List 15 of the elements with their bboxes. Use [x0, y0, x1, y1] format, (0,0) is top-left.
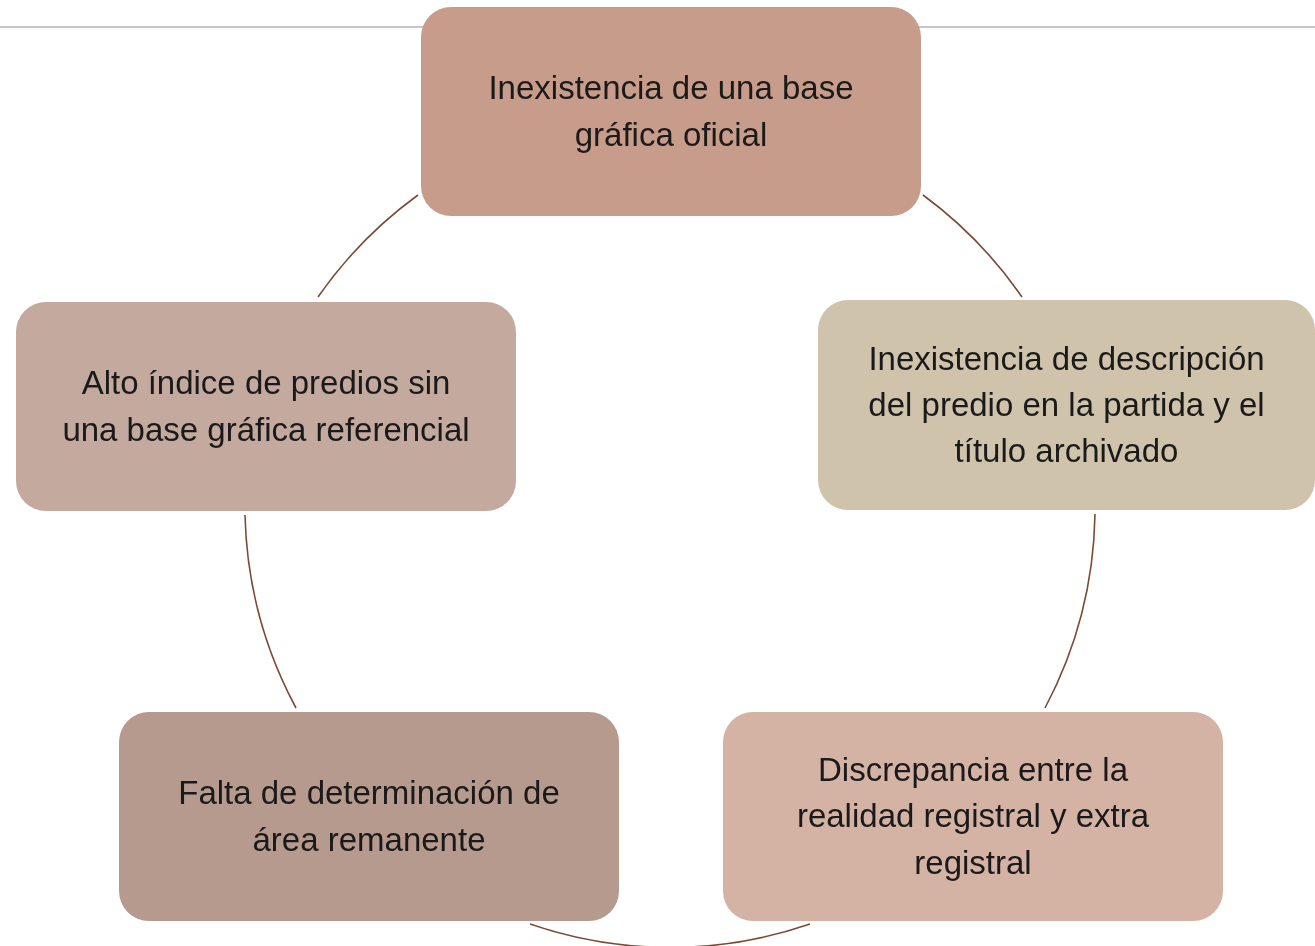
box-text: Inexistencia de una base gráfica oficial — [487, 68, 855, 155]
box-text: Falta de determinación de área remanente — [177, 773, 561, 860]
process-box — [119, 712, 619, 921]
connector-arc — [244, 514, 297, 709]
process-box — [16, 302, 516, 511]
connector-arc — [1044, 513, 1096, 709]
process-box — [723, 712, 1223, 921]
box-text: Inexistencia de descripción del predio en la partida y el título archivado — [867, 338, 1266, 472]
process-box — [818, 300, 1315, 510]
box-text: Alto índice de predios sin una base gráfica referencial — [61, 363, 471, 450]
process-box — [421, 7, 921, 216]
connector-arc — [529, 923, 811, 946]
box-text: Discrepancia entre la realidad registral y extra registral — [795, 750, 1151, 883]
connector-arc — [922, 194, 1023, 298]
connector-arc — [317, 194, 419, 298]
